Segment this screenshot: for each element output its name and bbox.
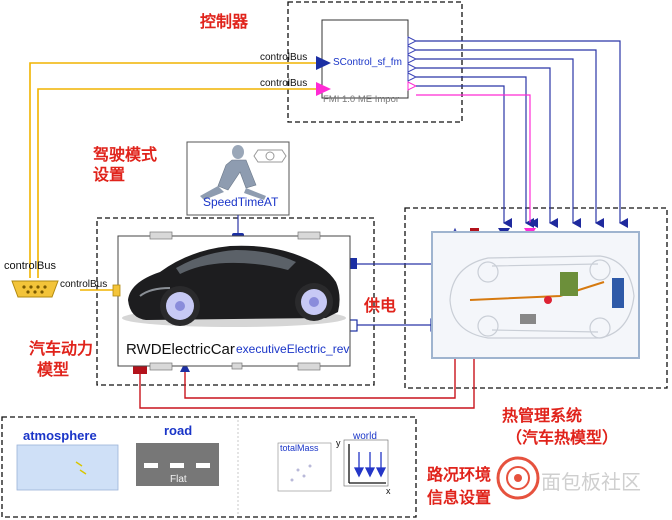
road-type-label: Flat (170, 474, 187, 485)
road-markings (144, 463, 210, 468)
steering-icon (253, 149, 287, 163)
controller-frame (287, 1, 463, 123)
car-flange-connectors (149, 231, 321, 371)
controller-output-ports (407, 36, 418, 91)
controller-input-port-blue[interactable] (316, 56, 331, 70)
car-name: RWDElectricCar (126, 341, 235, 358)
atmosphere-label: atmosphere (23, 428, 97, 443)
thermal-label-2: （汽车热模型） (506, 428, 619, 447)
bus-label-inner: controlBus (60, 279, 108, 290)
car-image (122, 245, 346, 327)
vehicle-power-label-2: 模型 (37, 360, 70, 379)
watermark-text: 面包板社区 (541, 470, 641, 494)
environment-frame (1, 416, 417, 518)
car-variant: executiveElectric_rev (236, 342, 350, 356)
thermal-block[interactable] (431, 231, 640, 359)
controller-label: 控制器 (200, 12, 249, 31)
drive-mode-label-1: 驾驶模式 (93, 145, 158, 164)
power-supply-wires (356, 263, 437, 326)
car-bus-port[interactable] (112, 284, 121, 297)
total-mass-block[interactable] (277, 442, 332, 492)
gravity-icon (348, 444, 387, 484)
watermark-logo (496, 456, 540, 500)
power-supply-label: 供电 (364, 296, 397, 315)
controller-bus-label-1: controlBus (260, 52, 308, 63)
vehicle-frame (96, 217, 375, 386)
controller-bus-label-2: controlBus (260, 78, 308, 89)
controller-block[interactable] (321, 19, 409, 99)
road-label: road (164, 423, 193, 438)
drive-mode-label-2: 设置 (93, 165, 126, 184)
driver-title: SpeedTimeAT (203, 195, 279, 209)
world-label: world (353, 431, 377, 442)
controller-input-port-magenta[interactable] (316, 82, 331, 96)
thermal-components (469, 272, 624, 324)
total-mass-label: totalMass (280, 443, 319, 453)
car-input-port-blue[interactable] (180, 362, 190, 372)
thermal-label-1: 热管理系统 (502, 406, 583, 425)
axis-y-label: y (336, 438, 341, 448)
vehicle-power-label-1: 汽车动力 (29, 339, 94, 358)
driver-figure-icon (200, 145, 266, 200)
mass-points-icon (290, 464, 312, 482)
bus-connector-icon[interactable] (11, 280, 59, 298)
thermal-frame (404, 207, 668, 389)
bus-label-outer: controlBus (4, 260, 56, 272)
axis-x-label: x (386, 486, 391, 496)
control-bus-wires (29, 62, 316, 291)
road-env-label-2: 信息设置 (427, 488, 492, 507)
controller-title: SControl_sf_fm (333, 57, 402, 68)
controller-to-thermal-wires (416, 40, 628, 228)
atmosphere-block[interactable] (16, 444, 119, 491)
controller-subtitle: FMI 1.0 ME Impor (323, 94, 400, 105)
road-env-label-1: 路况环境 (427, 465, 492, 484)
wind-icon (75, 461, 87, 475)
thermal-car-image (449, 255, 635, 339)
car-port-top[interactable] (346, 258, 357, 269)
